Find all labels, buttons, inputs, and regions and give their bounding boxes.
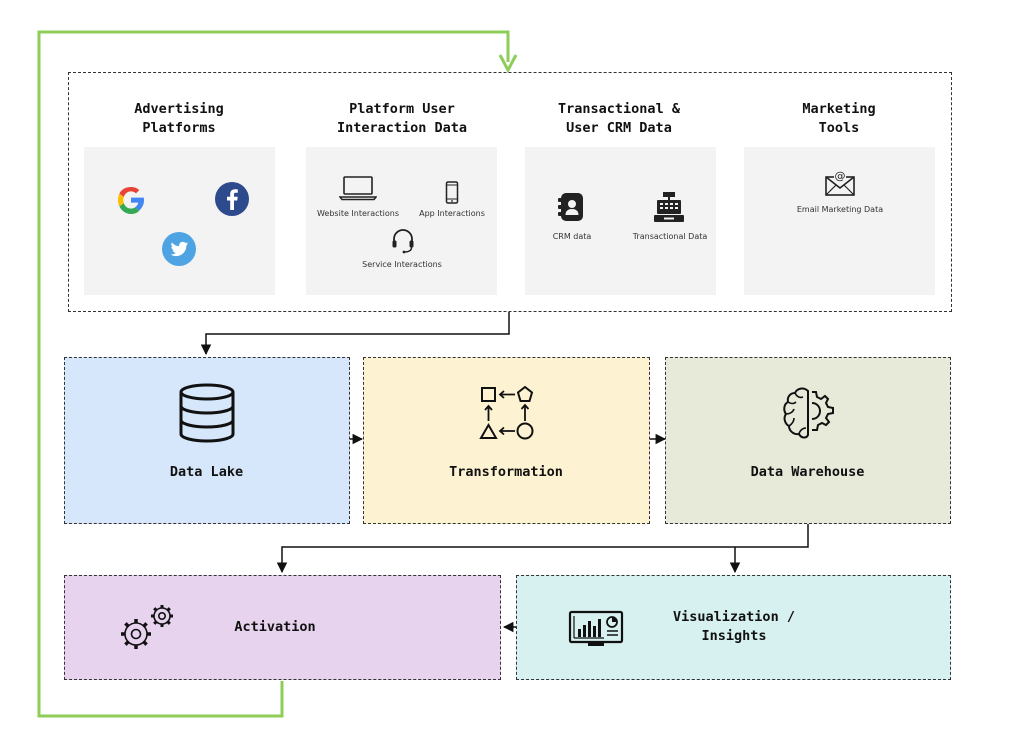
caption-transactional-data: Transactional Data [632,232,708,241]
source-title-advertising: Advertising Platforms [134,101,224,136]
dashboard-icon [568,610,624,654]
source-title-marketing: Marketing Tools [802,101,876,136]
headset-icon [390,227,416,259]
sources-container [68,72,952,312]
laptop-icon [338,175,378,205]
email-icon: @ [824,169,856,201]
source-panel-interaction: Website Interactions App Interactions Se… [306,147,497,295]
smartphone-icon [445,181,459,209]
twitter-icon[interactable] [162,232,196,270]
arrow-warehouse-split [276,524,809,574]
shapes-flow-icon [479,385,535,445]
source-panel-transactional: CRM data Transactional Data [525,147,716,295]
stage-label-visualization: Visualization / Insights [673,609,795,644]
svg-text:@: @ [835,170,846,183]
caption-website-interactions: Website Interactions [316,209,399,218]
stage-label-data-lake: Data Lake [169,464,244,480]
stage-data-lake[interactable]: Data Lake [64,357,350,524]
stage-label-transformation: Transformation [449,464,563,480]
contact-book-icon [558,192,586,226]
caption-app-interactions: App Interactions [419,209,485,218]
facebook-icon[interactable] [215,182,249,220]
caption-service-interactions: Service Interactions [362,260,442,269]
source-title-transactional: Transactional & User CRM Data [558,101,680,136]
stage-data-warehouse[interactable]: Data Warehouse [665,357,951,524]
source-panel-marketing: @ Email Marketing Data [744,147,935,295]
stage-transformation[interactable]: Transformation [363,357,650,524]
caption-crm-data: CRM data [552,232,592,241]
stage-visualization[interactable]: Visualization / Insights [516,575,951,680]
google-icon[interactable] [114,183,148,221]
caption-email-marketing: Email Marketing Data [796,205,884,214]
gears-icon [117,601,179,657]
source-title-interaction: Platform User Interaction Data [336,101,468,136]
database-icon [178,383,236,447]
feedback-loop-arrowhead [498,54,518,74]
feedback-loop-line [37,30,510,718]
brain-gear-icon [779,383,839,447]
stage-activation[interactable]: Activation [64,575,501,680]
stage-label-data-warehouse: Data Warehouse [750,464,865,480]
source-panel-advertising [84,147,275,295]
cash-register-icon [653,191,685,227]
stage-label-activation: Activation [234,619,316,635]
arrow-sources-to-lake [200,312,510,356]
